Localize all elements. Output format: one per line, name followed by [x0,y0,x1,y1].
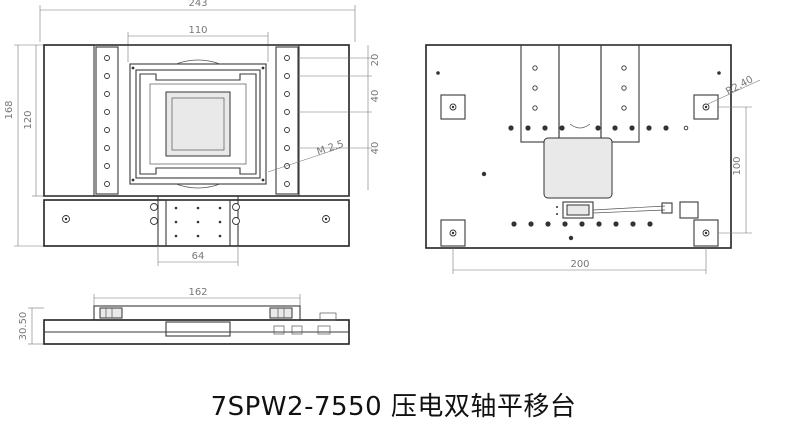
upper-screw-row [508,123,689,131]
stage-frame [129,59,267,189]
cable-connector [556,201,699,219]
dim-pitch-low: 40 [370,142,381,155]
right-rail-holes [284,55,290,187]
dim-width-total: 243 [188,0,207,9]
dim-back-width: 200 [570,259,589,270]
product-caption: 7SPW2-7550 压电双轴平移台 [210,392,577,422]
lower-screw-row [511,221,653,241]
dim-back-height: 100 [732,156,743,175]
dim-pitch-mid: 40 [370,90,381,103]
back-hole-callout: R2.40 [724,74,755,97]
dim-pitch-top: 20 [370,54,381,67]
left-rail-holes [104,55,110,187]
dim-height-total: 168 [4,100,15,119]
dim-bottom-span: 64 [192,251,205,262]
back-view: R2.40 [425,44,761,274]
thread-callout: M 2.5 [316,139,346,158]
front-view: 243 110 168 120 [4,0,381,266]
dim-height-inner: 120 [23,110,34,129]
dim-side-length: 162 [188,287,207,298]
dim-side-height: 30.50 [18,312,29,341]
side-view: 162 30.50 [18,287,350,345]
dim-stage-width: 110 [188,25,207,36]
